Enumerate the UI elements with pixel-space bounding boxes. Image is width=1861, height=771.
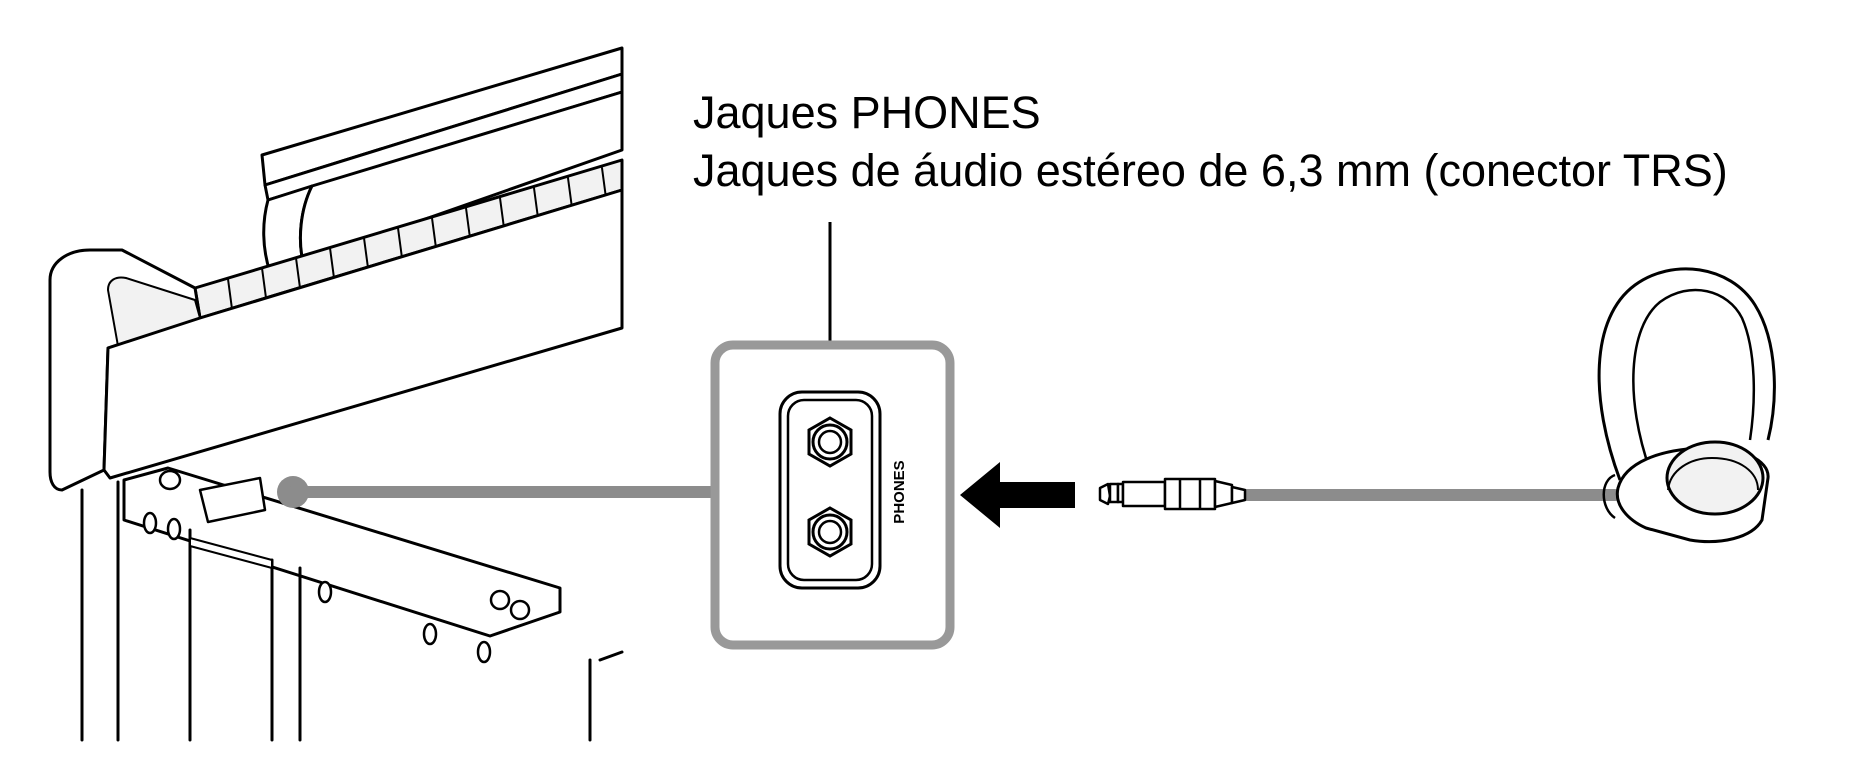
jack-panel-enlarged: PHONES bbox=[710, 340, 955, 650]
arrow-left-icon bbox=[960, 462, 1075, 528]
piano-legs bbox=[80, 480, 624, 742]
piano-front-panel bbox=[102, 188, 624, 480]
jack-plate bbox=[778, 390, 882, 590]
phones-jack-1 bbox=[807, 416, 853, 468]
phones-jack-2 bbox=[807, 506, 853, 558]
headphones-icon bbox=[1597, 267, 1776, 544]
piano-fallboard-inner bbox=[298, 90, 624, 264]
piano-keys bbox=[227, 167, 607, 310]
jack-plate-inner bbox=[786, 398, 874, 582]
piano-leg-panel bbox=[189, 537, 273, 569]
connector-lines bbox=[277, 476, 1621, 508]
headphone-plug-icon bbox=[1098, 477, 1247, 511]
label-subtitle: Jaques de áudio estéreo de 6,3 mm (conec… bbox=[693, 145, 1728, 196]
piano-illustration bbox=[48, 46, 624, 742]
label-title: Jaques PHONES bbox=[693, 87, 1041, 138]
piano-jack-block bbox=[198, 476, 267, 524]
panel-label-phones: PHONES bbox=[891, 460, 908, 523]
piano-side-cheek-inner bbox=[107, 276, 201, 347]
